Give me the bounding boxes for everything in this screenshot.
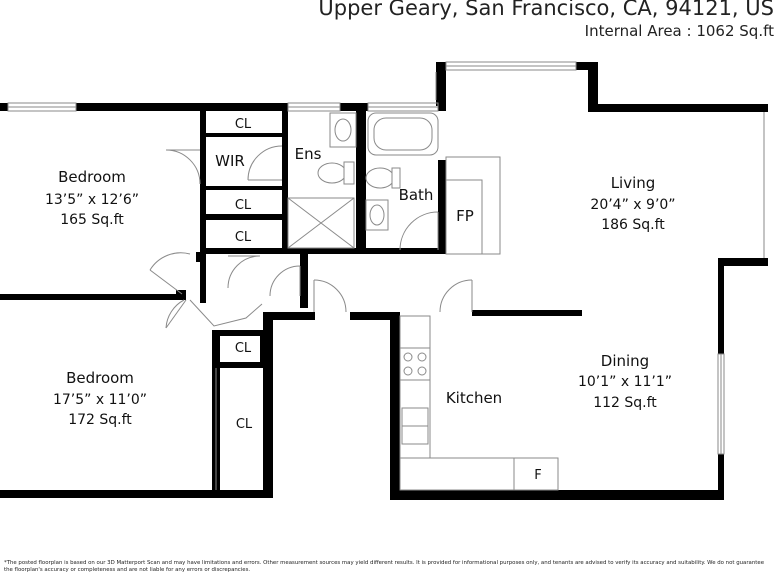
walls	[0, 62, 768, 500]
bedroom1-closet-door	[165, 149, 201, 185]
fridge-label: F	[534, 468, 541, 483]
bath-name: Bath	[399, 186, 434, 204]
bath-door	[399, 211, 439, 251]
bedroom1-name: Bedroom	[58, 168, 126, 186]
ensuite-name: Ens	[295, 145, 322, 163]
doors	[149, 145, 473, 329]
wir-door	[247, 145, 283, 181]
disclaimer-text: *The posted floorplan is based on our 3D…	[4, 560, 765, 573]
dining-name: Dining	[601, 352, 649, 370]
bedroom2-area: 172 Sq.ft	[68, 412, 132, 428]
wir-name: WIR	[215, 152, 245, 170]
living-name: Living	[611, 174, 656, 192]
closet-label: CL	[236, 417, 253, 432]
bath-toilet-fixture	[365, 167, 395, 189]
stove-fixture	[399, 347, 431, 381]
bedroom1-area: 165 Sq.ft	[60, 212, 124, 228]
dining-dims: 10’1” x 11’1”	[578, 374, 672, 390]
closet-label: CL	[235, 230, 252, 245]
closet-label: CL	[235, 198, 252, 213]
room-labels: Bedroom 13’5” x 12’6” 165 Sq.ft Bedroom …	[45, 117, 676, 483]
property-address: Upper Geary, San Francisco, CA, 94121, U…	[318, 0, 774, 20]
closet-label: CL	[235, 341, 252, 356]
fixtures	[287, 112, 559, 491]
bedroom2-name: Bedroom	[66, 369, 134, 387]
bedroom2-dims: 17’5” x 11’0”	[53, 392, 147, 408]
kitchen-door	[439, 279, 473, 313]
bedroom2-door	[165, 299, 185, 329]
hall-door	[227, 255, 261, 289]
windows	[7, 61, 765, 490]
corridor-door	[313, 279, 347, 313]
fireplace-label: FP	[456, 207, 474, 225]
closet-label: CL	[235, 117, 252, 132]
living-area: 186 Sq.ft	[601, 217, 665, 233]
ens-toilet-fixture	[317, 162, 347, 184]
internal-area: Internal Area : 1062 Sq.ft	[584, 22, 774, 40]
dining-area: 112 Sq.ft	[593, 395, 657, 411]
ens-door	[269, 265, 301, 297]
living-dims: 20’4” x 9’0”	[590, 197, 675, 213]
bedroom1-door	[149, 252, 191, 271]
fridge-fixture	[513, 457, 559, 491]
fireplace-fixture	[445, 156, 501, 255]
kitchen-name: Kitchen	[446, 389, 502, 407]
bedroom1-dims: 13’5” x 12’6”	[45, 192, 139, 208]
hall-closet-door	[189, 299, 263, 327]
